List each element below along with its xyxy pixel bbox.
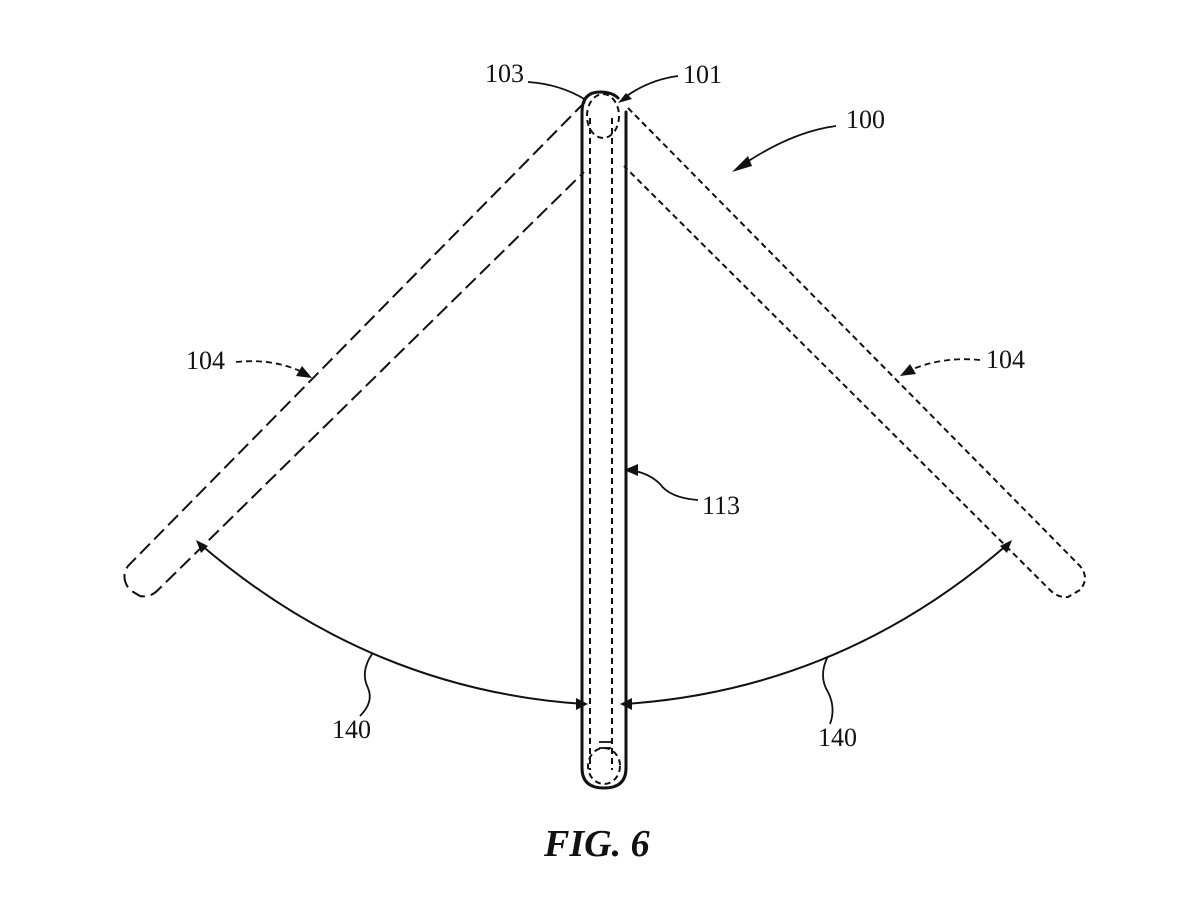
ref-104-right-leader: [900, 358, 981, 376]
left-rotation-arc-140: [196, 540, 588, 710]
left-panel-104: [123, 101, 586, 598]
figure-caption: FIG. 6: [543, 823, 650, 865]
ref-140-left-leader: [359, 653, 373, 717]
label-113: 113: [702, 491, 740, 520]
ref-103-leader: [527, 81, 587, 101]
label-103: 103: [485, 59, 524, 88]
label-100: 100: [846, 105, 885, 134]
label-140-right: 140: [818, 723, 857, 752]
ref-101-leader: [618, 75, 679, 103]
central-bar-113: [580, 90, 628, 790]
label-104-right: 104: [986, 345, 1025, 374]
ref-100-arrow: [732, 125, 837, 172]
label-140-left: 140: [332, 715, 371, 744]
ref-104-left-leader: [235, 360, 312, 378]
ref-113-leader: [624, 464, 699, 501]
right-rotation-arc-140: [620, 540, 1012, 710]
ref-140-right-leader: [822, 655, 834, 725]
label-104-left: 104: [186, 346, 225, 375]
label-101: 101: [683, 60, 722, 89]
